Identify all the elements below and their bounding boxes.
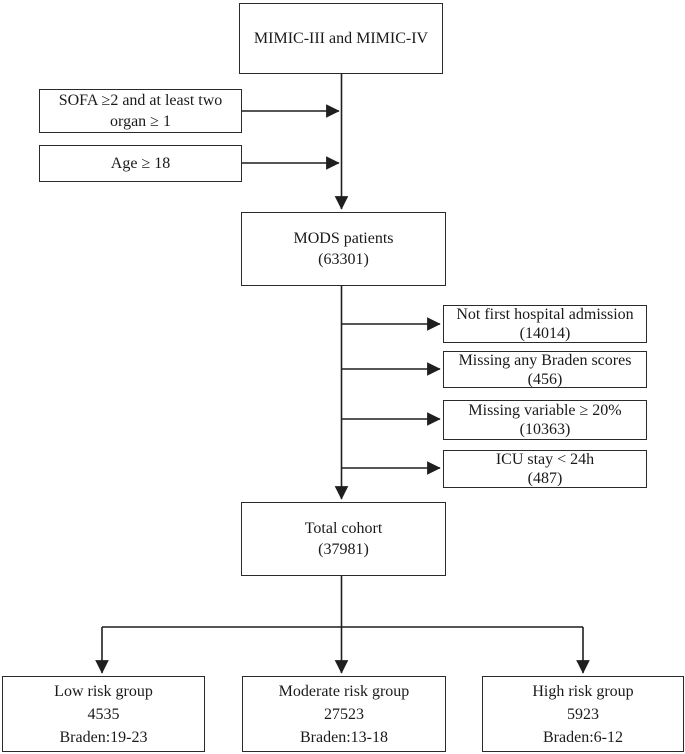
total-count: (37981) bbox=[318, 541, 369, 558]
total-label: Total cohort bbox=[304, 520, 383, 537]
criterion-sofa-line2: organ ≥ 1 bbox=[110, 113, 171, 130]
exclusion-count: (10363) bbox=[519, 421, 571, 438]
exclusion-count: (487) bbox=[527, 470, 563, 487]
node-exclusion-braden: Missing any Braden scores (456) bbox=[443, 351, 647, 388]
criterion-age-label: Age ≥ 18 bbox=[110, 155, 171, 172]
node-exclusion-admission: Not first hospital admission (14014) bbox=[443, 305, 647, 343]
group-label: High risk group bbox=[532, 682, 634, 700]
node-total-cohort: Total cohort (37981) bbox=[241, 502, 446, 576]
node-exclusion-icu-stay: ICU stay < 24h (487) bbox=[443, 450, 647, 488]
node-exclusion-missing-variable: Missing variable ≥ 20% (10363) bbox=[443, 400, 647, 440]
node-source-label: MIMIC-III and MIMIC-IV bbox=[253, 30, 429, 47]
node-low-risk-group: Low risk group 4535 Braden:19-23 bbox=[2, 676, 205, 752]
group-count: 4535 bbox=[87, 705, 120, 723]
node-moderate-risk-group: Moderate risk group 27523 Braden:13-18 bbox=[242, 676, 446, 752]
node-source: MIMIC-III and MIMIC-IV bbox=[239, 3, 443, 74]
mods-label: MODS patients bbox=[293, 230, 394, 247]
exclusion-label: ICU stay < 24h bbox=[495, 451, 595, 468]
group-label: Low risk group bbox=[54, 682, 153, 700]
exclusion-label: Missing variable ≥ 20% bbox=[468, 402, 622, 419]
group-count: 27523 bbox=[324, 705, 364, 723]
node-criterion-sofa: SOFA ≥2 and at least two organ ≥ 1 bbox=[39, 89, 242, 133]
group-braden-range: Braden:19-23 bbox=[59, 728, 148, 746]
exclusion-label: Missing any Braden scores bbox=[458, 351, 632, 369]
group-braden-range: Braden:13-18 bbox=[300, 728, 388, 746]
exclusion-label: Not first hospital admission bbox=[456, 306, 634, 323]
exclusion-count: (14014) bbox=[519, 325, 571, 342]
node-high-risk-group: High risk group 5923 Braden:6-12 bbox=[482, 676, 684, 752]
group-label: Moderate risk group bbox=[278, 682, 410, 700]
node-criterion-age: Age ≥ 18 bbox=[39, 145, 242, 182]
group-count: 5923 bbox=[567, 705, 599, 723]
exclusion-count: (456) bbox=[527, 370, 563, 388]
mods-count: (63301) bbox=[318, 251, 369, 268]
criterion-sofa-line1: SOFA ≥2 and at least two bbox=[58, 92, 223, 109]
node-mods-patients: MODS patients (63301) bbox=[241, 212, 446, 286]
group-braden-range: Braden:6-12 bbox=[543, 728, 623, 746]
